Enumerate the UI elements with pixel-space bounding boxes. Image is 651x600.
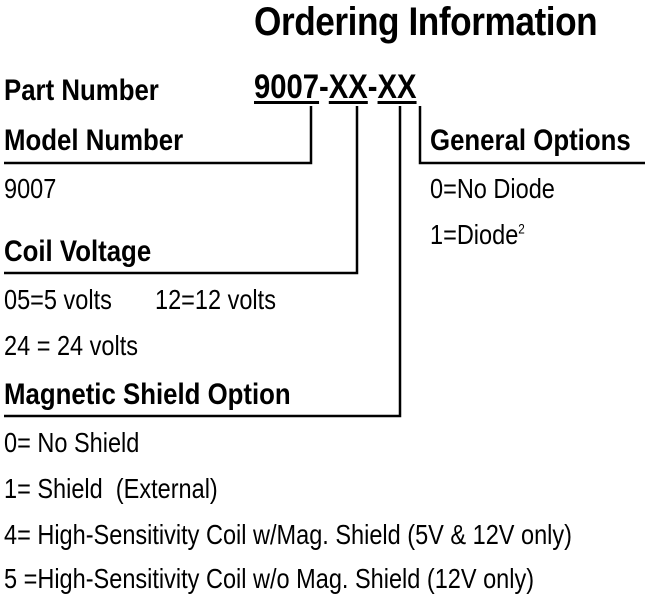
coil-voltage-24: 24 = 24 volts bbox=[4, 330, 139, 361]
general-option-diode: 1=Diode2 bbox=[430, 219, 525, 251]
magnetic-shield-heading: Magnetic Shield Option bbox=[4, 378, 291, 411]
model-number-heading: Model Number bbox=[4, 124, 184, 157]
part-number-base: 9007 bbox=[254, 68, 320, 106]
coil-voltage-12: 12=12 volts bbox=[155, 284, 276, 315]
coil-connector-line bbox=[4, 106, 359, 275]
general-option-diode-label: 1=Diode bbox=[430, 219, 519, 250]
part-number-code: 9007-XX-XX bbox=[254, 68, 417, 107]
shield-option-1: 1= Shield (External) bbox=[4, 473, 218, 504]
shield-connector-line bbox=[4, 106, 402, 418]
shield-option-5: 5 =High-Sensitivity Coil w/o Mag. Shield… bbox=[4, 563, 535, 594]
part-number-code2: XX bbox=[377, 68, 417, 106]
part-number-label: Part Number bbox=[4, 74, 159, 107]
model-connector-line bbox=[4, 106, 313, 165]
diode-footnote-marker: 2 bbox=[518, 220, 525, 237]
general-option-no-diode: 0=No Diode bbox=[430, 173, 555, 204]
model-number-value: 9007 bbox=[4, 173, 57, 204]
general-options-heading: General Options bbox=[430, 124, 631, 157]
page-title: Ordering Information bbox=[254, 0, 598, 44]
general-connector-line bbox=[418, 106, 645, 165]
coil-voltage-heading: Coil Voltage bbox=[4, 235, 152, 268]
coil-voltage-05: 05=5 volts bbox=[4, 284, 112, 315]
part-number-sep1: - bbox=[319, 68, 329, 106]
part-number-sep2: - bbox=[367, 68, 378, 106]
shield-option-0: 0= No Shield bbox=[4, 427, 140, 458]
part-number-code1: XX bbox=[328, 68, 368, 106]
shield-option-4: 4= High-Sensitivity Coil w/Mag. Shield (… bbox=[4, 519, 572, 550]
